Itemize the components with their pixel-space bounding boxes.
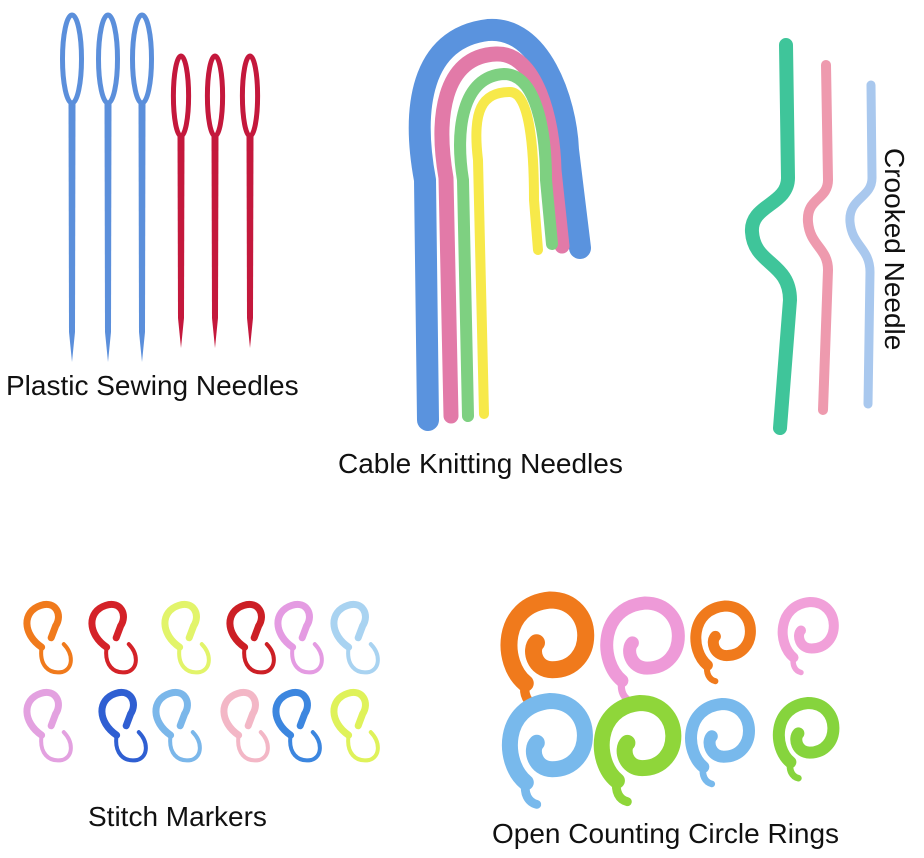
sewing-needle — [60, 12, 84, 362]
sewing-needle — [204, 53, 226, 348]
cable-needles-label: Cable Knitting Needles — [338, 448, 623, 479]
counting-ring — [593, 694, 682, 807]
stitch-marker — [152, 688, 202, 763]
marker-hook — [39, 642, 73, 675]
ring-tail — [520, 778, 542, 809]
needle-shaft — [138, 101, 146, 362]
stitch-markers-label: Stitch Markers — [88, 801, 267, 832]
needle-eye — [239, 53, 261, 139]
marker-hook — [177, 642, 211, 675]
marker-clasp — [161, 600, 200, 651]
needle-shaft — [211, 134, 219, 348]
marker-hook — [168, 730, 202, 763]
marker-clasp — [330, 688, 369, 739]
sewing-needle — [170, 53, 192, 348]
counting-ring — [501, 692, 593, 809]
marker-clasp — [23, 600, 62, 651]
ring-spiral — [690, 600, 756, 671]
needle-eye — [170, 53, 192, 139]
crooked-needle-label: Crooked Needle — [879, 148, 910, 351]
crooked-needle — [745, 38, 797, 435]
stitch-marker — [23, 600, 73, 675]
counting-ring — [600, 596, 685, 706]
sewing-needle — [96, 12, 120, 362]
counting-ring — [500, 591, 595, 711]
marker-hook — [290, 642, 324, 675]
ring-spiral — [500, 591, 595, 692]
marker-hook — [39, 730, 73, 763]
ring-tail — [786, 758, 802, 782]
crooked-needles — [745, 38, 877, 435]
needle-shaft — [246, 134, 254, 348]
needle-shaft — [104, 101, 112, 362]
marker-clasp — [220, 688, 259, 739]
marker-hook — [346, 642, 380, 675]
stitch-marker — [88, 600, 138, 675]
counting-ring — [772, 696, 840, 782]
stitch-marker — [226, 600, 276, 675]
counting-rings-label: Open Counting Circle Rings — [492, 818, 840, 849]
cable-knitting-needles — [408, 18, 591, 431]
cable-needle — [408, 18, 591, 431]
marker-hook — [104, 642, 138, 675]
stitch-marker — [272, 688, 322, 763]
marker-clasp — [152, 688, 191, 739]
marker-clasp — [274, 600, 313, 651]
ring-spiral — [772, 696, 840, 769]
needle-shaft — [68, 101, 76, 362]
plastic-sewing-needles — [60, 12, 261, 362]
stitch-marker — [98, 688, 148, 763]
stitch-marker — [23, 688, 73, 763]
needle-shaft — [177, 134, 185, 348]
stitch-marker — [330, 600, 380, 675]
cable-needle — [434, 46, 570, 424]
marker-clasp — [226, 600, 265, 651]
stitch-marker — [274, 600, 324, 675]
ring-spiral — [593, 694, 682, 789]
marker-hook — [346, 730, 380, 763]
ring-tail — [699, 763, 716, 788]
crooked-needle — [802, 60, 833, 415]
marker-hook — [114, 730, 148, 763]
needle-eye — [96, 12, 120, 106]
marker-clasp — [23, 688, 62, 739]
sewing-needles-label: Plastic Sewing Needles — [6, 370, 299, 401]
crooked-needle — [845, 80, 877, 409]
counting-ring — [685, 697, 755, 788]
ring-tail — [703, 662, 719, 685]
marker-clasp — [330, 600, 369, 651]
needle-eye — [204, 53, 226, 139]
ring-spiral — [501, 692, 593, 791]
sewing-needle — [130, 12, 154, 362]
stitch-marker — [220, 688, 270, 763]
ring-tail — [790, 654, 804, 676]
ring-spiral — [685, 697, 755, 773]
ring-spiral — [600, 596, 685, 688]
marker-clasp — [88, 600, 127, 651]
counting-ring — [777, 596, 839, 676]
ring-spiral — [777, 596, 839, 663]
sewing-needle — [239, 53, 261, 348]
counting-ring — [690, 600, 756, 685]
needle-eye — [130, 12, 154, 106]
stitch-marker — [330, 688, 380, 763]
marker-clasp — [272, 688, 311, 739]
ring-tail — [612, 776, 632, 807]
stitch-markers — [23, 600, 380, 763]
stitch-marker — [161, 600, 211, 675]
marker-hook — [242, 642, 276, 675]
marker-clasp — [98, 688, 137, 739]
cable-needle — [471, 87, 543, 419]
marker-hook — [236, 730, 270, 763]
marker-hook — [288, 730, 322, 763]
needle-eye — [60, 12, 84, 106]
cable-needle — [454, 68, 558, 422]
counting-rings — [500, 591, 840, 809]
